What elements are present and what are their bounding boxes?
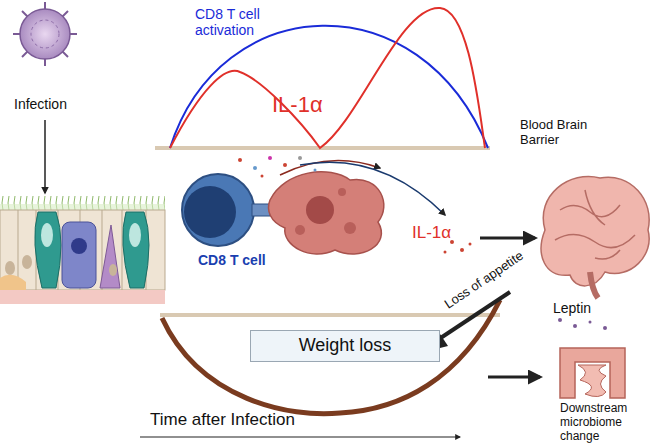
cell-label: CD8 T cell bbox=[198, 252, 266, 268]
barrier-label: Blood Brain Barrier bbox=[520, 118, 590, 148]
virus-icon bbox=[13, 2, 77, 66]
cd8-t-cell-icon bbox=[182, 172, 384, 254]
virus-label: Infection bbox=[14, 96, 67, 112]
hormone-label: Leptin bbox=[553, 300, 591, 316]
bbb-arrow bbox=[480, 237, 535, 240]
curve-label: CD8 T cell activation bbox=[195, 6, 305, 38]
epithelium bbox=[0, 196, 165, 304]
outcome-box: Weight loss bbox=[250, 330, 440, 362]
outcome-label: Downstream microbiome change bbox=[560, 402, 656, 443]
weight-curve bbox=[162, 300, 500, 414]
infection-arrow bbox=[44, 120, 46, 193]
intestine-icon bbox=[560, 348, 625, 398]
box-text: Weight loss bbox=[261, 335, 429, 356]
axis-label: Time after Infection bbox=[150, 410, 295, 430]
axis-line bbox=[160, 313, 500, 317]
activation-curve bbox=[170, 26, 488, 148]
release-arrow bbox=[300, 162, 445, 215]
microbiome-arrow bbox=[488, 376, 540, 379]
time-axis bbox=[140, 436, 460, 437]
cytokine-label: IL-1α bbox=[412, 223, 451, 243]
pathway-label: Loss of appetite bbox=[442, 249, 526, 313]
curve-label: IL-1α bbox=[272, 92, 323, 117]
brain-icon bbox=[541, 177, 649, 298]
